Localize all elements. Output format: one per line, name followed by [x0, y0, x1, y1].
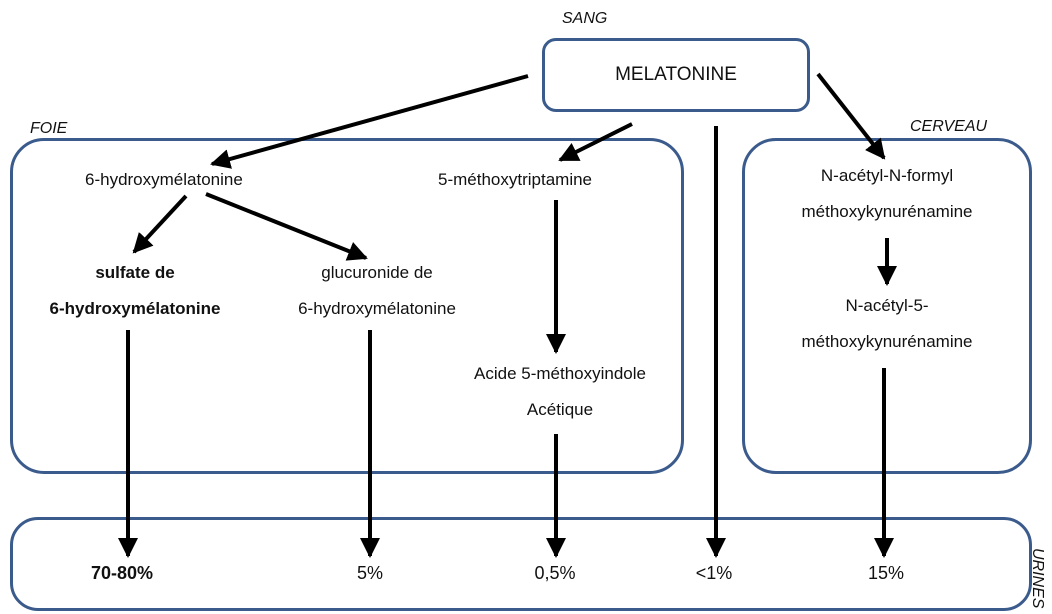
urines-box: [10, 517, 1032, 611]
pct-cerveau: 15%: [867, 563, 905, 583]
pct-glucuronide: 5%: [356, 563, 383, 583]
node-6-hydroxymelatonine: 6-hydroxymélatonine: [85, 170, 243, 189]
node-afmk: N-acétyl-N-formyl méthoxykynurénamine: [760, 158, 1014, 230]
node-amk: N-acétyl-5- méthoxykynurénamine: [760, 288, 1014, 360]
node-sulfate-line2: 6-hydroxymélatonine: [49, 299, 221, 318]
node-acide-line2: Acétique: [526, 400, 594, 419]
pct-sulfate: 70-80%: [90, 563, 154, 583]
pct-direct: <1%: [695, 563, 733, 583]
melatonine-label: MELATONINE: [615, 64, 737, 85]
node-amk-line1: N-acétyl-5-: [845, 296, 929, 315]
node-glucuronide-line1: glucuronide de: [321, 263, 433, 282]
node-sulfate: sulfate de 6-hydroxymélatonine: [30, 255, 240, 327]
node-sulfate-line1: sulfate de: [95, 263, 175, 282]
node-glucuronide-line2: 6-hydroxymélatonine: [298, 299, 456, 318]
node-glucuronide: glucuronide de 6-hydroxymélatonine: [272, 255, 482, 327]
region-label-foie: FOIE: [30, 120, 68, 137]
node-acide-line1: Acide 5-méthoxyindole: [474, 364, 646, 383]
foie-box: [10, 138, 684, 474]
arrow-hydroxy-to-glucuronide: [205, 192, 368, 261]
node-afmk-line1: N-acétyl-N-formyl: [820, 166, 954, 185]
region-label-cerveau: CERVEAU: [910, 118, 988, 135]
cerveau-box: [742, 138, 1032, 474]
pct-acide: 0,5%: [534, 563, 576, 583]
arrow-melatonine-to-afmk: [816, 72, 886, 160]
node-amk-line2: méthoxykynurénamine: [801, 332, 973, 351]
arrow-hydroxy-to-sulfate: [132, 194, 188, 254]
region-label-sang: SANG: [562, 10, 608, 27]
arrow-melatonine-to-methoxytriptamine: [558, 122, 633, 162]
node-5-methoxytriptamine: 5-méthoxytriptamine: [438, 170, 593, 189]
node-afmk-line2: méthoxykynurénamine: [801, 202, 973, 221]
melatonine-box: MELATONINE: [542, 38, 810, 112]
arrow-melatonine-to-hydroxy: [210, 74, 529, 169]
node-acide: Acide 5-méthoxyindole Acétique: [430, 356, 690, 428]
